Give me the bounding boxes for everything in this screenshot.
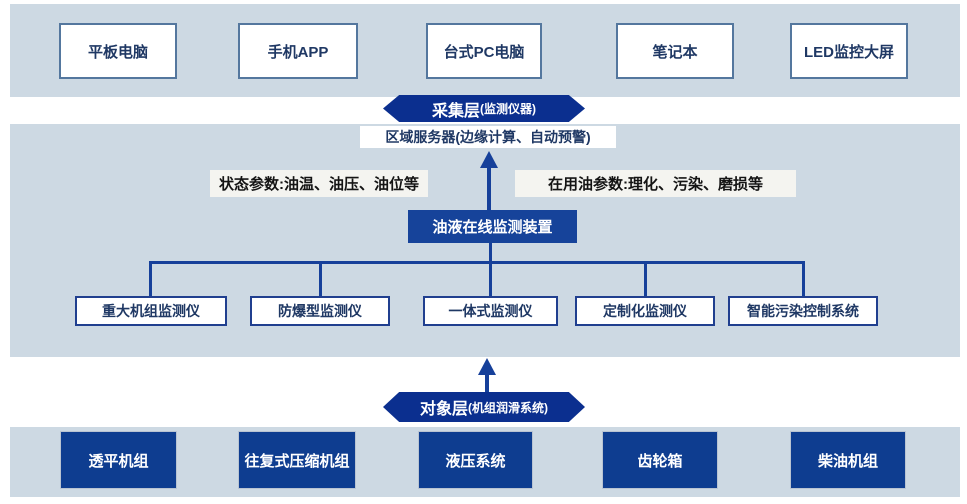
instrument-box-explosion-proof-monitor: 防爆型监测仪 bbox=[250, 296, 390, 326]
instrument-box-smart-pollution-control: 智能污染控制系统 bbox=[728, 296, 878, 326]
machine-box-reciprocating-compressor: 往复式压缩机组 bbox=[238, 431, 356, 489]
collection-layer-badge-title: 采集层 bbox=[431, 102, 480, 120]
machine-box-diesel-unit: 柴油机组 bbox=[790, 431, 906, 489]
instrument-box-integrated-monitor: 一体式监测仪 bbox=[423, 296, 558, 326]
instrument-box-customized-monitor: 定制化监测仪 bbox=[575, 296, 715, 326]
device-box-phone-app: 手机APP bbox=[238, 23, 358, 79]
object-layer-badge-title: 对象层 bbox=[419, 401, 468, 418]
connector-line bbox=[802, 261, 805, 296]
machine-box-turbine-unit: 透平机组 bbox=[60, 431, 177, 489]
regional-server-label: 区域服务器(边缘计算、自动预警) bbox=[360, 126, 616, 148]
device-box-led-screen: LED监控大屏 bbox=[790, 23, 908, 79]
machine-box-hydraulic-system: 液压系统 bbox=[418, 431, 533, 489]
arrow-up-icon bbox=[480, 151, 498, 168]
arrow-up-icon bbox=[478, 358, 496, 375]
object-layer-badge-subtitle: (机组润滑系统) bbox=[468, 400, 548, 415]
connector-line bbox=[644, 261, 647, 296]
connector-line bbox=[149, 261, 805, 264]
collection-layer-badge: 采集层(监测仪器) bbox=[383, 95, 585, 122]
object-layer-badge: 对象层 (机组润滑系统) bbox=[383, 392, 585, 422]
collection-layer-badge-subtitle: (监测仪器) bbox=[480, 102, 536, 116]
connector-line bbox=[149, 261, 152, 296]
device-box-desktop-pc: 台式PC电脑 bbox=[426, 23, 542, 79]
connector-line bbox=[489, 261, 492, 296]
status-params-label: 状态参数:油温、油压、油位等 bbox=[210, 170, 428, 197]
device-box-tablet: 平板电脑 bbox=[59, 23, 177, 79]
monitor-device-box: 油液在线监测装置 bbox=[408, 210, 577, 243]
arrow-shaft bbox=[485, 373, 489, 393]
connector-line bbox=[319, 261, 322, 296]
machine-box-gearbox: 齿轮箱 bbox=[602, 431, 718, 489]
device-box-laptop: 笔记本 bbox=[616, 23, 734, 79]
oil-params-label: 在用油参数:理化、污染、磨损等 bbox=[515, 170, 796, 197]
arrow-shaft bbox=[487, 166, 491, 212]
connector-line bbox=[489, 243, 492, 263]
instrument-box-major-unit-monitor: 重大机组监测仪 bbox=[75, 296, 227, 326]
